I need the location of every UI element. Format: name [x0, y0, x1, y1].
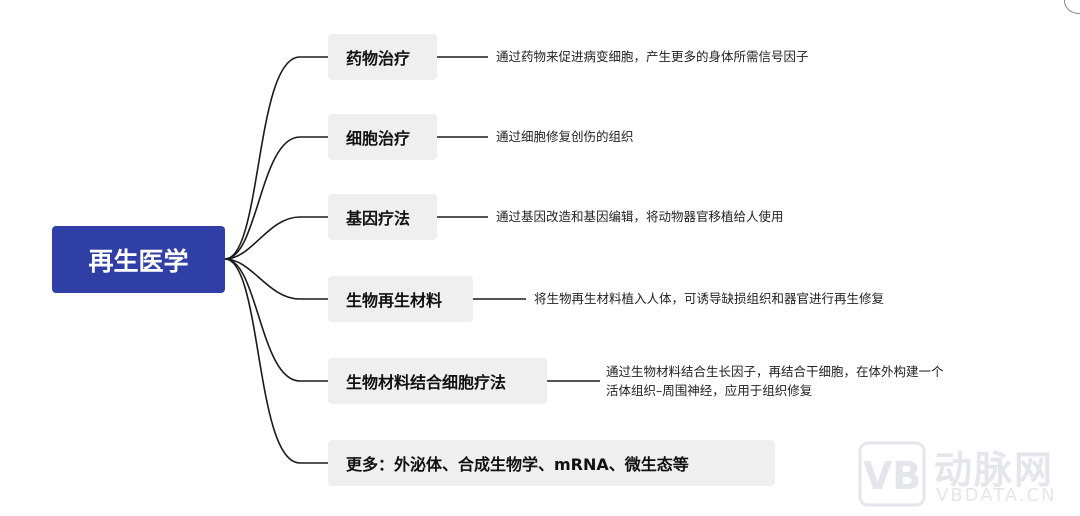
branch-biomaterial-cell-therapy[interactable]: 生物材料结合细胞疗法: [328, 358, 547, 404]
branch-label: 细胞治疗: [346, 129, 411, 148]
root-node[interactable]: 再生医学: [52, 226, 225, 293]
connector-3: [224, 216, 328, 260]
description-line: 活体组织–周围神经，应用于组织修复: [606, 383, 813, 398]
root-connectors: [224, 56, 328, 464]
logo-text: VB: [863, 454, 921, 498]
branch-drug-therapy[interactable]: 药物治疗: [328, 34, 437, 80]
connector-2: [224, 136, 328, 260]
description-line: 通过生物材料结合生长因子，再结合干细胞，在体外构建一个: [606, 364, 944, 379]
branch-label: 生物再生材料: [346, 291, 443, 310]
branch-bio-regenerative-materials[interactable]: 生物再生材料: [328, 276, 473, 322]
branch-description: 通过基因改造和基因编辑，将动物器官移植给人使用: [496, 207, 784, 226]
branch-label: 基因疗法: [346, 209, 411, 228]
connector-6: [224, 258, 328, 464]
connector-1: [224, 56, 328, 260]
branch-description: 将生物再生材料植入人体，可诱导缺损组织和器官进行再生修复: [534, 289, 884, 308]
description-line: 通过药物来促进病变细胞，产生更多的身体所需信号因子: [496, 49, 809, 64]
branch-cell-therapy[interactable]: 细胞治疗: [328, 114, 437, 160]
branch-more[interactable]: 更多：外泌体、合成生物学、mRNA、微生态等: [328, 440, 775, 486]
corner-button-edge[interactable]: [1064, 0, 1080, 14]
description-line: 通过基因改造和基因编辑，将动物器官移植给人使用: [496, 209, 784, 224]
description-line: 将生物再生材料植入人体，可诱导缺损组织和器官进行再生修复: [534, 291, 885, 306]
watermark: VB 动脉网 VBDATA.CN: [858, 441, 1072, 511]
branch-description: 通过药物来促进病变细胞，产生更多的身体所需信号因子: [496, 47, 809, 66]
watermark-brand-cn: 动脉网: [934, 448, 1055, 492]
connector-5: [224, 258, 328, 382]
branch-description: 通过生物材料结合生长因子，再结合干细胞，在体外构建一个 活体组织–周围神经，应用…: [606, 362, 944, 400]
branch-label: 生物材料结合细胞疗法: [346, 373, 507, 392]
description-line: 通过细胞修复创伤的组织: [496, 129, 634, 144]
branch-gene-therapy[interactable]: 基因疗法: [328, 194, 437, 240]
connector-4: [224, 258, 328, 300]
vbdata-logo-icon: VB: [858, 441, 926, 507]
branch-description: 通过细胞修复创伤的组织: [496, 127, 634, 146]
branch-label: 药物治疗: [346, 49, 411, 68]
watermark-brand-en: VBDATA.CN: [936, 485, 1057, 506]
root-label: 再生医学: [88, 246, 189, 276]
branch-label: 更多：外泌体、合成生物学、mRNA、微生态等: [346, 455, 689, 474]
